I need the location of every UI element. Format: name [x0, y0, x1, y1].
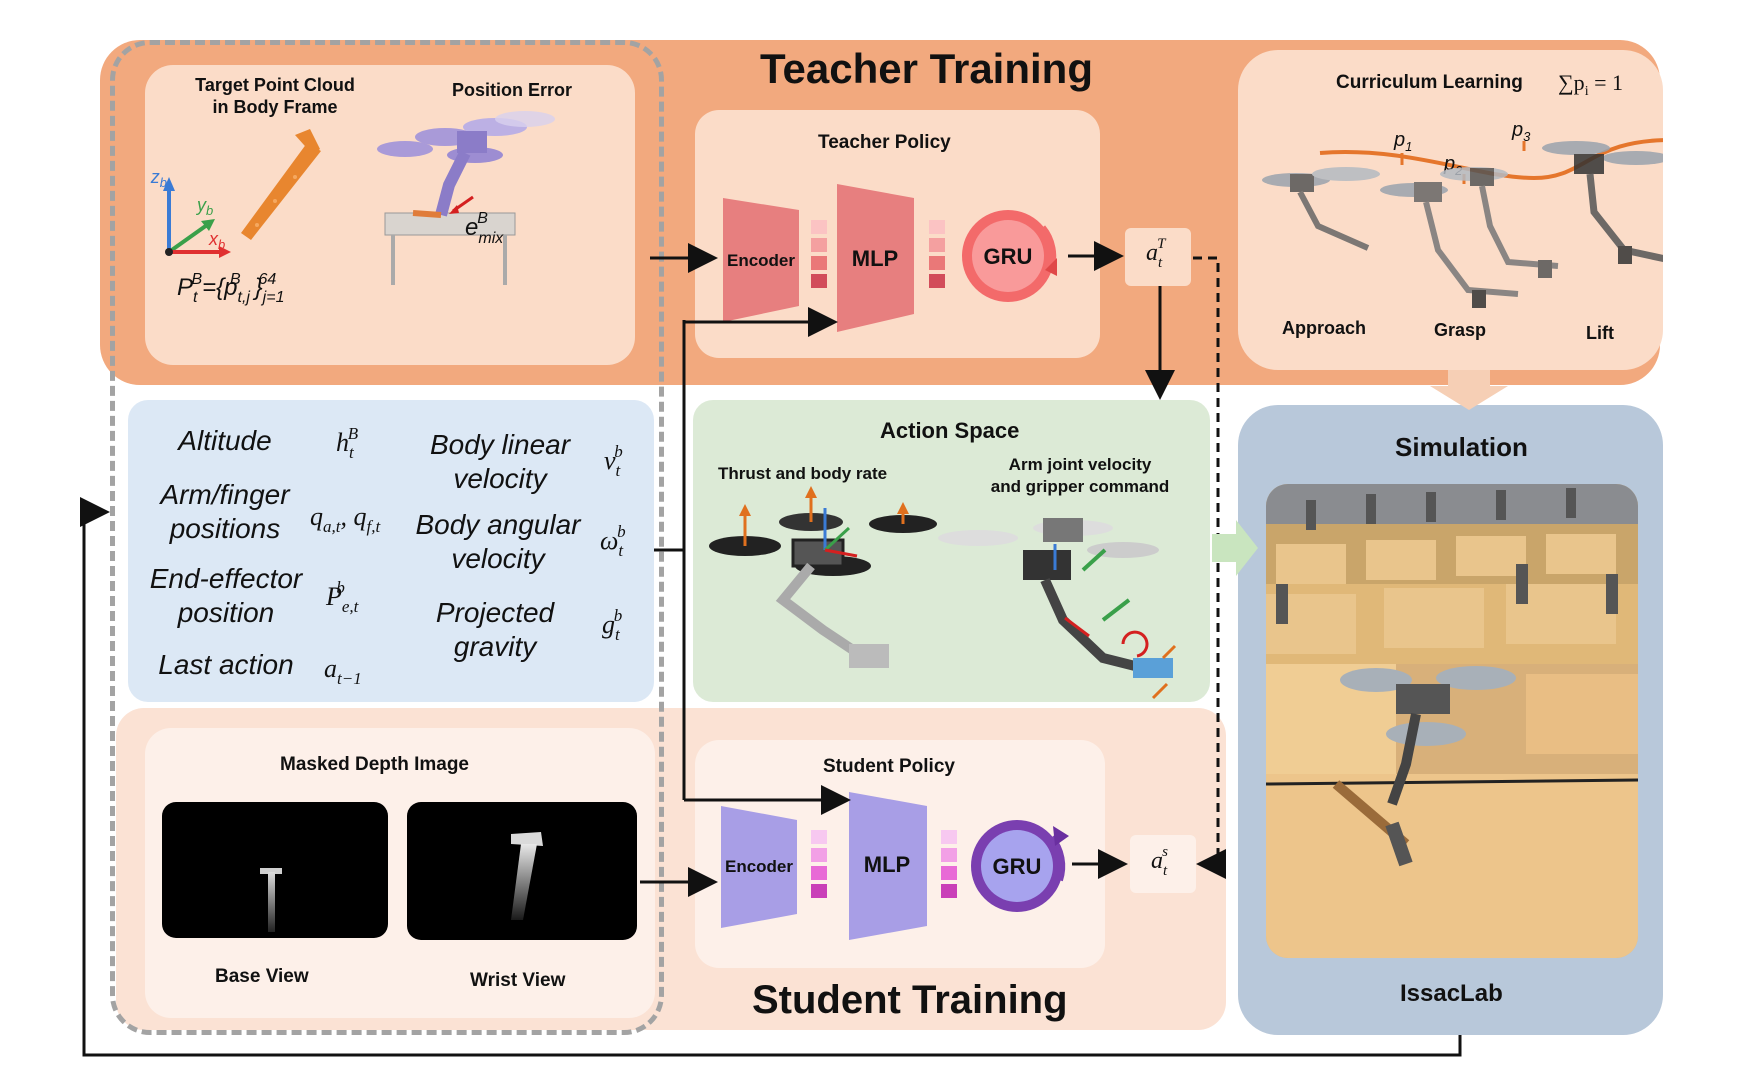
point-cloud-illustration: zb yb xb emixB PtB={pt,jB}j=	[150, 111, 555, 306]
obs-end-effector-position: End-effector position	[149, 563, 303, 628]
base-view-label: Base View	[215, 966, 309, 987]
masked-depth-title: Masked Depth Image	[280, 754, 469, 775]
observation-panel	[128, 400, 654, 702]
curriculum-stage-approach: Approach	[1282, 318, 1367, 338]
teacher-mlp-block	[837, 184, 914, 332]
obs-projected-gravity: Projected gravity	[435, 597, 555, 662]
obs-body-linear-velocity: Body linear velocity	[429, 429, 571, 494]
simulation-title: Simulation	[1395, 432, 1528, 462]
teacher-encoder-block	[723, 198, 799, 322]
action-space-right-label: Arm joint velocity and gripper command	[990, 455, 1170, 496]
obs-arm-finger-positions: Arm/finger positions	[160, 479, 290, 544]
student-gru-label: GRU	[993, 854, 1042, 879]
arrow-curriculum-to-simulation	[1430, 370, 1508, 410]
student-mlp-block	[849, 792, 927, 940]
obs-angular-velocity-symbol: ωtb	[600, 522, 626, 560]
action-space-illustration	[709, 486, 1177, 700]
arrow-action-space-to-simulation	[1212, 520, 1258, 576]
position-error-title: Position Error	[452, 80, 573, 100]
simulation-footer: IssacLab	[1400, 980, 1503, 1007]
wrist-view-label: Wrist View	[470, 970, 566, 991]
obs-gravity-symbol: gtb	[602, 606, 623, 644]
curriculum-stage-lift: Lift	[1586, 323, 1614, 343]
point-cloud-title: Target Point Cloud in Body Frame	[195, 75, 355, 117]
obs-last-action: Last action	[158, 649, 294, 680]
obs-arm-finger-symbol: qa,t, qf,t	[310, 502, 381, 536]
obs-altitude-symbol: htB	[336, 424, 359, 462]
student-action-label: ats	[1151, 844, 1169, 879]
teacher-gru-label: GRU	[984, 244, 1033, 269]
curriculum-drones-icon	[1262, 141, 1663, 308]
teacher-policy-title: Teacher Policy	[818, 132, 951, 153]
simulation-render-scene	[1266, 484, 1638, 958]
point-cloud-formula: PtB={pt,jB}j=164	[177, 271, 284, 306]
curriculum-illustration: p1 p2 p3	[1262, 119, 1663, 308]
student-encoder-label: Encoder	[725, 857, 793, 876]
student-network-diagram: Encoder MLP GRU	[721, 792, 1069, 940]
student-encoder-block	[721, 806, 797, 928]
student-mlp-label: MLP	[864, 852, 910, 877]
observation-group-border	[110, 40, 664, 1035]
obs-altitude: Altitude	[178, 425, 272, 456]
arrow-teacher-to-student-action	[1193, 256, 1226, 879]
obs-body-angular-velocity: Body angular velocity	[415, 509, 581, 574]
arrow-simulation-feedback	[80, 497, 1462, 1057]
wrist-view-hammer-icon	[511, 832, 543, 920]
obs-linear-velocity-symbol: vtb	[604, 442, 623, 480]
hammer-point-cloud-icon	[241, 129, 321, 240]
student-training-title: Student Training	[752, 978, 1068, 1022]
arm-gripper-drone-icon	[938, 518, 1177, 700]
student-action-box	[1130, 835, 1196, 893]
action-space-left-label: Thrust and body rate	[718, 464, 888, 483]
teacher-network-diagram: Encoder MLP GRU	[723, 184, 1057, 332]
teacher-training-title: Teacher Training	[760, 45, 1093, 92]
position-error-drone-icon	[377, 111, 555, 285]
body-frame-axes-icon	[163, 177, 231, 258]
student-policy-title: Student Policy	[823, 756, 955, 777]
base-view-hammer-icon	[260, 868, 282, 932]
teacher-mlp-label: MLP	[852, 246, 898, 271]
teacher-action-box	[1125, 228, 1191, 286]
simulation-main-drone-icon	[1332, 666, 1516, 867]
base-view-image	[162, 802, 388, 938]
obs-end-effector-symbol: Pe,tb	[326, 578, 359, 616]
curriculum-formula: ∑pi = 1	[1558, 70, 1623, 99]
teacher-encoder-label: Encoder	[727, 251, 795, 270]
curriculum-title: Curriculum Learning	[1336, 72, 1523, 93]
teacher-action-label: atT	[1146, 236, 1166, 271]
thrust-drone-icon	[709, 486, 937, 668]
wrist-view-image	[407, 802, 637, 940]
action-space-title: Action Space	[880, 418, 1020, 443]
obs-last-action-symbol: at−1	[324, 654, 362, 688]
simulation-render	[1266, 484, 1638, 958]
curriculum-stage-grasp: Grasp	[1434, 320, 1487, 340]
